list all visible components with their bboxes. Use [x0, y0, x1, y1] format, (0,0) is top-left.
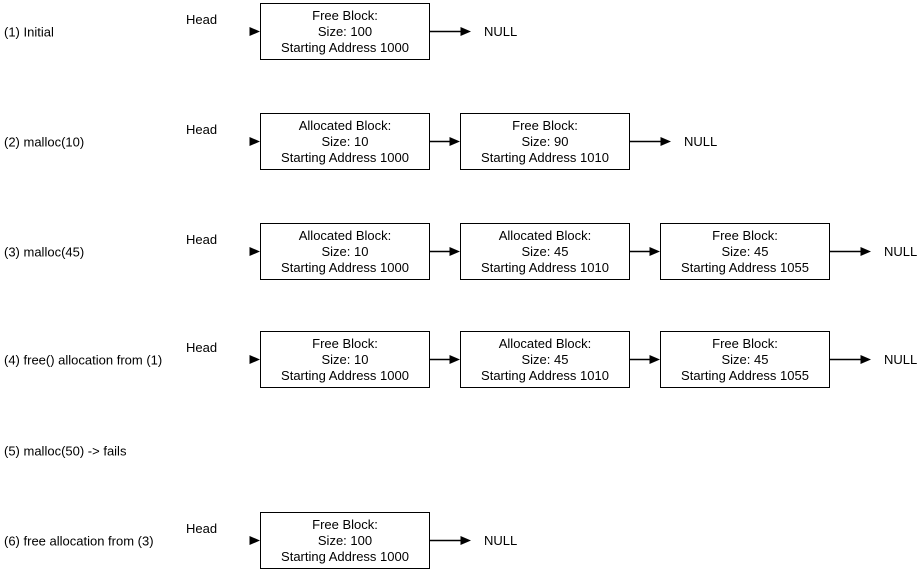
- null-arrow-icon: [630, 137, 671, 146]
- head-pointer: Head: [180, 113, 260, 170]
- block-address: Starting Address 1010: [481, 367, 609, 383]
- next-arrow-icon: [630, 355, 660, 364]
- block-size: Size: 100: [317, 23, 373, 39]
- diagram-row-1: (1) Initial Head Free Block: Size: 100 S…: [0, 3, 921, 60]
- head-label: Head: [186, 232, 218, 247]
- block-node: Allocated Block: Size: 10 Starting Addre…: [260, 113, 430, 170]
- row-label: (6) free allocation from (3): [4, 533, 154, 548]
- head-label: Head: [186, 122, 218, 137]
- head-label: Head: [186, 340, 218, 355]
- head-pointer: Head: [180, 223, 260, 280]
- next-arrow-icon: [630, 247, 660, 256]
- block-node: Free Block: Size: 45 Starting Address 10…: [660, 331, 830, 388]
- block-type: Free Block:: [312, 7, 378, 23]
- block-address: Starting Address 1000: [281, 259, 409, 275]
- block-node: Free Block: Size: 10 Starting Address 10…: [260, 331, 430, 388]
- block-type: Allocated Block:: [498, 335, 592, 351]
- null-arrow-icon: [830, 247, 871, 256]
- block-address: Starting Address 1010: [481, 259, 609, 275]
- block-size: Size: 90: [521, 133, 569, 149]
- row-label: (4) free() allocation from (1): [4, 352, 163, 367]
- block-size: Size: 100: [317, 532, 373, 548]
- block-type: Free Block:: [512, 117, 578, 133]
- linked-list-chain: Free Block: Size: 100 Starting Address 1…: [260, 512, 517, 569]
- head-arrow-icon: [249, 27, 260, 36]
- block-size: Size: 10: [321, 351, 369, 367]
- block-size: Size: 10: [321, 243, 369, 259]
- row-label: (3) malloc(45): [4, 244, 85, 259]
- block-type: Allocated Block:: [298, 117, 392, 133]
- block-address: Starting Address 1010: [481, 149, 609, 165]
- block-node: Free Block: Size: 100 Starting Address 1…: [260, 3, 430, 60]
- linked-list-chain: Free Block: Size: 10 Starting Address 10…: [260, 331, 917, 388]
- diagram-row-2: (2) malloc(10) Head Allocated Block: Siz…: [0, 113, 921, 170]
- head-arrow-icon: [249, 355, 260, 364]
- block-size: Size: 45: [721, 351, 769, 367]
- block-address: Starting Address 1000: [281, 548, 409, 564]
- linked-list-chain: Allocated Block: Size: 10 Starting Addre…: [260, 223, 917, 280]
- linked-list-chain: Free Block: Size: 100 Starting Address 1…: [260, 3, 517, 60]
- block-node: Allocated Block: Size: 45 Starting Addre…: [460, 331, 630, 388]
- block-size: Size: 45: [721, 243, 769, 259]
- null-label: NULL: [484, 533, 518, 548]
- next-arrow-icon: [430, 137, 460, 146]
- row-label: (1) Initial: [4, 24, 54, 39]
- block-size: Size: 10: [321, 133, 369, 149]
- head-pointer: Head: [180, 3, 260, 60]
- block-address: Starting Address 1000: [281, 149, 409, 165]
- block-type: Free Block:: [312, 516, 378, 532]
- null-label: NULL: [884, 352, 918, 367]
- block-type: Free Block:: [712, 335, 778, 351]
- diagram-row-4: (4) free() allocation from (1) Head Free…: [0, 331, 921, 388]
- head-pointer: Head: [180, 331, 260, 388]
- head-arrow-icon: [249, 137, 260, 146]
- head-pointer: Head: [180, 512, 260, 569]
- head-arrow-icon: [249, 536, 260, 545]
- null-arrow-icon: [430, 27, 471, 36]
- null-label: NULL: [484, 24, 518, 39]
- block-node: Free Block: Size: 45 Starting Address 10…: [660, 223, 830, 280]
- next-arrow-icon: [430, 247, 460, 256]
- null-label: NULL: [684, 134, 718, 149]
- diagram-row-6: (6) free allocation from (3) Head Free B…: [0, 512, 921, 569]
- block-size: Size: 45: [521, 351, 569, 367]
- block-node: Free Block: Size: 90 Starting Address 10…: [460, 113, 630, 170]
- row-label: (5) malloc(50) -> fails: [4, 443, 127, 458]
- block-type: Free Block:: [312, 335, 378, 351]
- linked-list-chain: Allocated Block: Size: 10 Starting Addre…: [260, 113, 717, 170]
- null-arrow-icon: [430, 536, 471, 545]
- block-node: Allocated Block: Size: 45 Starting Addre…: [460, 223, 630, 280]
- next-arrow-icon: [430, 355, 460, 364]
- block-type: Allocated Block:: [498, 227, 592, 243]
- block-type: Allocated Block:: [298, 227, 392, 243]
- block-node: Allocated Block: Size: 10 Starting Addre…: [260, 223, 430, 280]
- null-arrow-icon: [830, 355, 871, 364]
- row-label: (2) malloc(10): [4, 134, 85, 149]
- head-label: Head: [186, 521, 218, 536]
- head-label: Head: [186, 12, 218, 27]
- diagram-row-5: (5) malloc(50) -> fails: [0, 422, 921, 479]
- block-address: Starting Address 1055: [681, 259, 809, 275]
- block-type: Free Block:: [712, 227, 778, 243]
- head-arrow-icon: [249, 247, 260, 256]
- block-address: Starting Address 1000: [281, 39, 409, 55]
- null-label: NULL: [884, 244, 918, 259]
- block-node: Free Block: Size: 100 Starting Address 1…: [260, 512, 430, 569]
- block-size: Size: 45: [521, 243, 569, 259]
- diagram-row-3: (3) malloc(45) Head Allocated Block: Siz…: [0, 223, 921, 280]
- block-address: Starting Address 1055: [681, 367, 809, 383]
- block-address: Starting Address 1000: [281, 367, 409, 383]
